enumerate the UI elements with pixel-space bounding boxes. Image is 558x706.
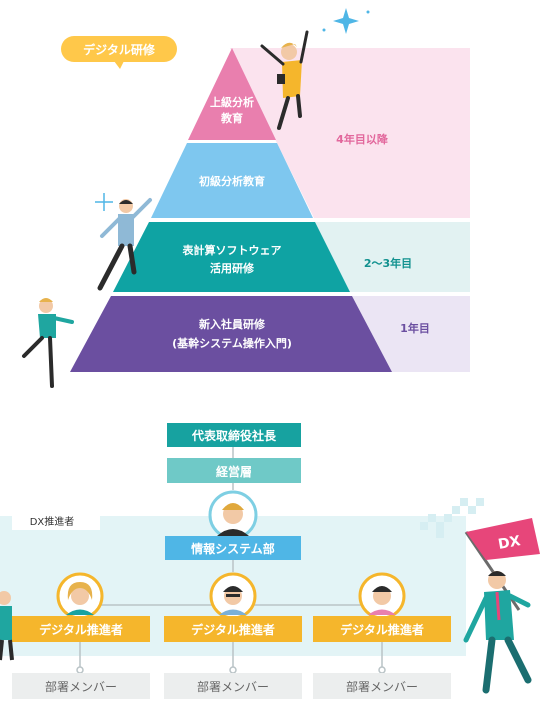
ceo-label: 代表取締役社長	[191, 428, 277, 443]
dx-label: DX推進者	[30, 515, 75, 528]
level-advanced-line1: 上級分析	[210, 95, 254, 109]
person-climbing-icon	[97, 198, 152, 291]
year-label-2-3: 2〜3年目	[364, 256, 412, 270]
sparkle-icon	[322, 8, 370, 34]
level-advanced-line2: 教育	[220, 111, 243, 125]
level-newhire-line2: (基幹システム操作入門)	[172, 336, 292, 350]
member-box-2	[164, 673, 302, 699]
promoter-box-1	[12, 616, 150, 642]
person-walking-icon	[22, 298, 74, 388]
digital-training-badge: デジタル研修	[61, 36, 177, 69]
level-spreadsheet-line2: 活用研修	[210, 261, 255, 275]
pixel-decoration	[420, 498, 484, 538]
management-label: 経営層	[216, 464, 252, 479]
promoter-box-2	[164, 616, 302, 642]
year-label-4th: 4年目以降	[336, 132, 389, 146]
person-left-edge-icon	[0, 591, 14, 661]
flag-text: DX	[497, 533, 522, 553]
pyramid-level-beginner	[151, 143, 313, 218]
pyramid-level-spreadsheet	[113, 222, 350, 292]
dx-label-box	[12, 510, 100, 530]
badge-text: デジタル研修	[83, 42, 156, 57]
promoter-label-1: デジタル推進者	[39, 622, 123, 637]
pyramid-level-advanced	[188, 48, 276, 140]
management-box	[167, 458, 301, 483]
person-flag-bearer-icon	[463, 571, 532, 694]
pyramid-level-newhire	[70, 296, 392, 372]
member-label-1: 部署メンバー	[45, 679, 117, 694]
promoter-avatar-3	[358, 572, 406, 620]
promoter-avatar-1	[56, 572, 104, 620]
member-box-3	[313, 673, 451, 699]
level-beginner-label: 初級分析教育	[199, 174, 265, 188]
band-2-3-year	[314, 222, 470, 292]
level-spreadsheet-line1: 表計算ソフトウェア	[182, 243, 282, 257]
connector-dots	[76, 666, 386, 674]
promoter-box-3	[313, 616, 451, 642]
person-jumping-icon	[260, 30, 309, 130]
promoter-label-3: デジタル推進者	[340, 622, 424, 637]
it-dept-label: 情報システム部	[191, 541, 275, 556]
band-1st-year	[352, 296, 470, 372]
member-label-2: 部署メンバー	[197, 679, 269, 694]
year-label-1st: 1年目	[400, 321, 430, 335]
member-label-3: 部署メンバー	[346, 679, 418, 694]
promoter-avatar-2	[209, 572, 257, 620]
promoter-label-2: デジタル推進者	[191, 622, 275, 637]
it-dept-box	[165, 536, 301, 560]
sparkle-small-icon	[95, 193, 113, 211]
level-newhire-line1: 新入社員研修	[199, 317, 266, 331]
it-dept-avatar	[208, 490, 258, 540]
ceo-box	[167, 423, 301, 447]
member-box-1	[12, 673, 150, 699]
